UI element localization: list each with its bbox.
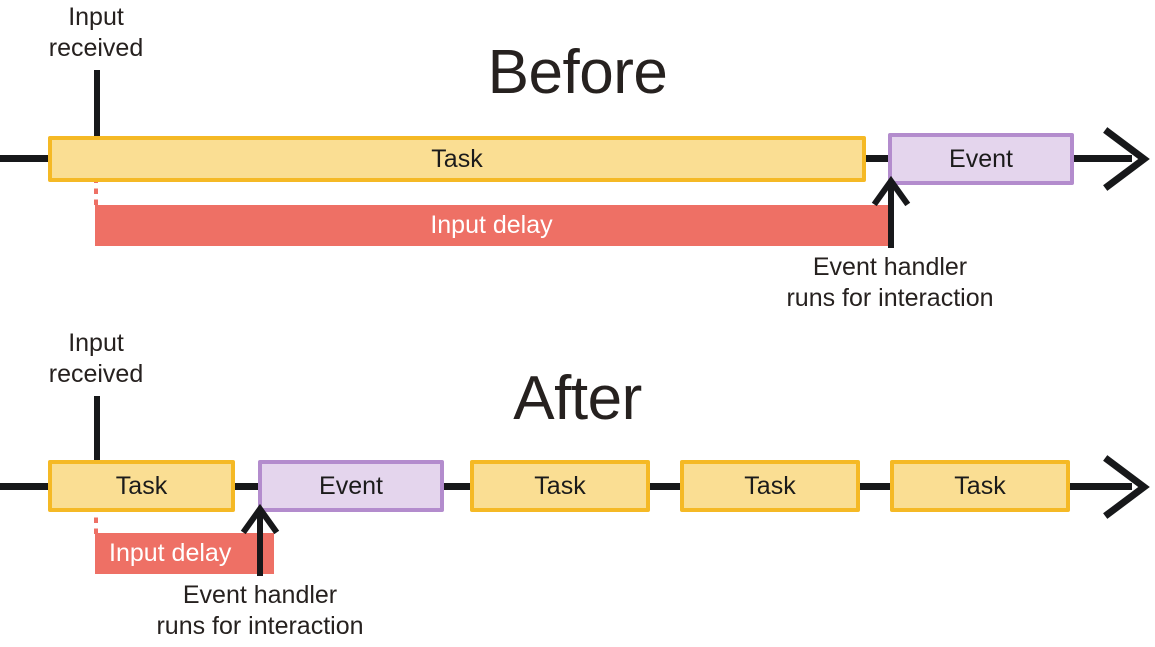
after-input-received-line1: Input: [68, 329, 124, 357]
after-input-delay-label: Input delay: [109, 539, 232, 567]
before-input-marker-dotted-line: [94, 182, 98, 206]
after-axis-segment-1: [231, 483, 262, 490]
after-input-delay-bar[interactable]: Input delay: [95, 533, 274, 574]
after-axis-right-segment: [1066, 483, 1132, 490]
before-title: Before: [487, 38, 668, 107]
after-axis-left-segment: [0, 483, 52, 490]
after-task-block-1[interactable]: Task: [48, 460, 235, 512]
after-event-handler-label: Event handler runs for interaction: [110, 580, 410, 641]
after-input-received-line2: received: [48, 359, 144, 388]
before-task-label: Task: [431, 144, 483, 173]
before-axis-arrowhead-icon: [1103, 127, 1152, 191]
after-task-label-1: Task: [115, 471, 168, 500]
after-title: After: [513, 364, 642, 433]
after-section: Input received After Task: [0, 328, 1155, 647]
before-event-label: Event: [949, 144, 1013, 173]
after-input-received-label: Input received: [16, 328, 176, 389]
before-event-handler-label: Event handler runs for interaction: [740, 252, 1040, 313]
after-axis-arrowhead-icon: [1103, 455, 1152, 519]
after-axis-segment-4: [856, 483, 894, 490]
before-input-received-line2: received: [48, 33, 144, 62]
after-task-label-2: Task: [534, 471, 586, 500]
after-event-handler-line2: runs for interaction: [156, 611, 364, 640]
after-event-block[interactable]: Event: [258, 460, 444, 512]
before-event-block[interactable]: Event: [888, 133, 1074, 185]
before-event-handler-line2: runs for interaction: [786, 283, 994, 312]
before-axis-right-segment: [1070, 155, 1132, 162]
before-input-delay-label: Input delay: [430, 211, 553, 239]
after-event-handler-arrow-up-icon: [240, 503, 280, 578]
after-task-block-4[interactable]: Task: [890, 460, 1070, 512]
before-axis-mid-segment: [862, 155, 892, 162]
after-task-label-3: Task: [744, 471, 796, 500]
after-axis-segment-3: [646, 483, 684, 490]
after-task-block-2[interactable]: Task: [470, 460, 650, 512]
after-event-handler-line1: Event handler: [182, 581, 338, 609]
before-axis-left-segment: [0, 155, 52, 162]
before-task-block[interactable]: Task: [48, 136, 866, 182]
before-input-received-line1: Input: [68, 3, 124, 31]
after-task-label-4: Task: [954, 471, 1006, 500]
before-event-handler-line1: Event handler: [812, 253, 968, 281]
after-axis-segment-2: [440, 483, 474, 490]
after-event-label: Event: [319, 471, 383, 500]
before-event-handler-arrow-up-icon: [871, 175, 911, 250]
after-task-block-3[interactable]: Task: [680, 460, 860, 512]
after-input-marker-dotted-line: [94, 512, 98, 534]
before-section: Input received Before Task: [0, 0, 1155, 320]
before-input-received-label: Input received: [16, 2, 176, 63]
before-input-delay-bar[interactable]: Input delay: [95, 205, 888, 246]
